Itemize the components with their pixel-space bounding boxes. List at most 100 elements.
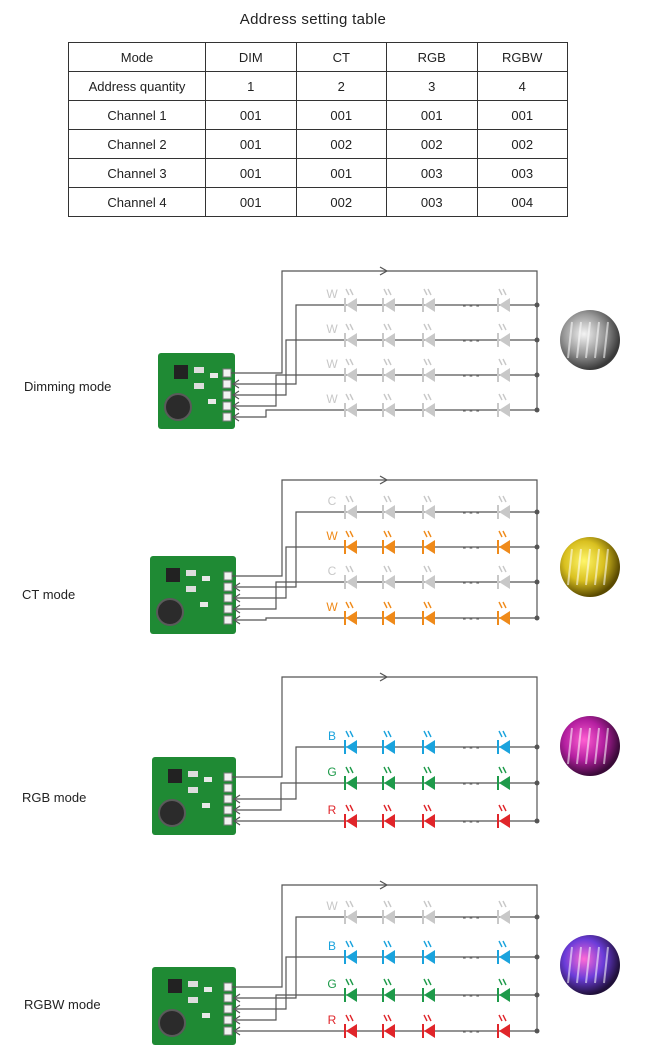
facade-stripe	[567, 946, 573, 984]
light-ray	[345, 601, 350, 609]
led-icon	[344, 601, 357, 625]
led-icon	[497, 804, 510, 828]
building-photo	[560, 310, 620, 370]
led-icon	[422, 323, 435, 347]
led-triangle	[384, 403, 395, 417]
led-triangle	[346, 368, 357, 382]
light-ray	[383, 978, 388, 986]
arrow-icon	[232, 816, 241, 826]
junction-dot	[534, 579, 540, 585]
rgb-mode-diagram: B- - -G- - -R- - -	[152, 672, 620, 835]
light-ray	[423, 565, 428, 573]
led-triangle	[346, 505, 357, 519]
light-ray	[383, 358, 388, 366]
table-cell: 001	[205, 129, 297, 159]
channel-letter: B	[328, 939, 336, 953]
table-cell: 001	[295, 100, 387, 130]
arrow-icon	[379, 672, 389, 682]
led-icon	[422, 940, 435, 964]
junction-dot	[534, 509, 540, 515]
led-icon	[344, 358, 357, 382]
light-ray	[423, 495, 428, 503]
arrow-icon	[379, 880, 389, 890]
led-triangle	[424, 298, 435, 312]
led-icon	[344, 900, 357, 924]
light-ray	[502, 766, 507, 774]
led-triangle	[384, 814, 395, 828]
led-icon	[382, 530, 395, 554]
light-ray	[345, 530, 350, 538]
row-header-cell: Channel 2	[68, 129, 206, 159]
table-cell: 002	[386, 129, 478, 159]
light-ray	[349, 393, 354, 401]
common-wire	[232, 676, 538, 821]
arrow-icon	[232, 993, 241, 1003]
table-cell: 002	[476, 129, 568, 159]
chip-icon	[166, 568, 180, 582]
common-wire	[231, 270, 538, 410]
chip-icon	[168, 979, 182, 993]
solder-pad	[222, 412, 232, 422]
facade-stripe	[576, 548, 582, 586]
table-row: Channel 3 001 001 003 003	[68, 158, 568, 188]
facade-stripe	[576, 946, 582, 984]
ellipsis: - - -	[462, 335, 479, 347]
led-icon	[497, 940, 510, 964]
solder-pad	[223, 1015, 233, 1025]
led-triangle	[424, 368, 435, 382]
led-icon	[422, 978, 435, 1002]
light-ray	[383, 530, 388, 538]
led-icon	[344, 978, 357, 1002]
light-ray	[349, 565, 354, 573]
light-ray	[383, 730, 388, 738]
header-cell: DIM	[205, 42, 297, 72]
facade-stripe	[585, 727, 591, 765]
solder-pad	[223, 615, 233, 625]
light-ray	[502, 323, 507, 331]
led-icon	[382, 1014, 395, 1038]
light-ray	[345, 358, 350, 366]
dimming-mode-label: Dimming mode	[24, 379, 112, 394]
solder-pad	[223, 593, 233, 603]
light-ray	[345, 804, 350, 812]
light-ray	[423, 1014, 428, 1022]
light-ray	[423, 940, 428, 948]
solder-pad	[223, 571, 233, 581]
led-icon	[497, 766, 510, 790]
facade-stripe	[603, 321, 609, 359]
light-ray	[387, 601, 392, 609]
light-ray	[498, 358, 503, 366]
junction-dot	[534, 407, 540, 413]
led-icon	[497, 393, 510, 417]
header-cell: RGBW	[476, 42, 568, 72]
light-ray	[345, 1014, 350, 1022]
arrow-icon	[231, 390, 240, 400]
led-triangle	[424, 575, 435, 589]
junction-dot	[534, 914, 540, 920]
led-triangle	[499, 988, 510, 1002]
light-ray	[387, 1014, 392, 1022]
light-ray	[423, 358, 428, 366]
light-ray	[423, 323, 428, 331]
facade-stripe	[576, 321, 582, 359]
table-cell: 2	[295, 71, 387, 101]
led-triangle	[499, 1024, 510, 1038]
led-triangle	[346, 611, 357, 625]
capacitor-icon	[204, 987, 212, 992]
channel-wire	[234, 994, 537, 1021]
led-triangle	[346, 776, 357, 790]
facade-stripe	[594, 321, 600, 359]
light-ray	[383, 565, 388, 573]
light-ray	[502, 1014, 507, 1022]
led-icon	[382, 358, 395, 382]
light-ray	[427, 900, 432, 908]
channel-letter: C	[328, 494, 337, 508]
led-triangle	[384, 505, 395, 519]
solder-pad	[223, 794, 233, 804]
table-row: Address quantity 1 2 3 4	[68, 71, 568, 101]
led-icon	[422, 358, 435, 382]
table-cell: 1	[205, 71, 297, 101]
ellipsis: - - -	[462, 542, 479, 554]
facade-stripe	[603, 548, 609, 586]
light-ray	[498, 766, 503, 774]
